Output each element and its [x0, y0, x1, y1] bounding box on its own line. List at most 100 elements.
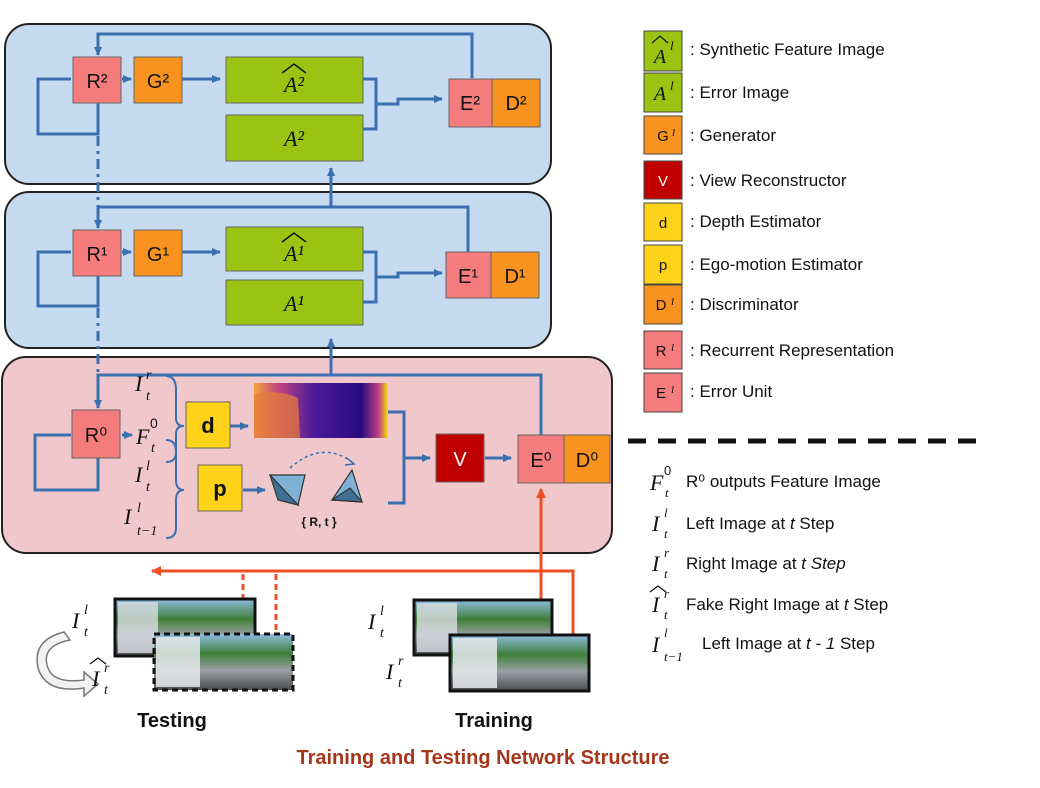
level2-a-hat-label: A²: [282, 72, 304, 97]
notation-feature-text: R⁰ outputs Feature Image: [686, 472, 881, 491]
view-reconstructor-block: [435, 433, 485, 483]
legend-error-image-text: : Error Image: [690, 83, 789, 102]
level1-r-block: [72, 229, 122, 277]
notation-fake-sub: t: [664, 607, 668, 622]
level2-e-block: [448, 78, 493, 128]
legend-icon-recurrent-label: R: [656, 343, 667, 360]
level0-input-right-sub: t: [146, 389, 151, 404]
level2-d-block: [491, 78, 541, 128]
level1-hat-mark: [281, 232, 307, 243]
level0-input-left-sup: l: [146, 459, 150, 474]
level1-g-block: [133, 229, 183, 277]
training-output-sup: r: [398, 654, 404, 669]
level0-r-label: R⁰: [85, 425, 107, 447]
legend-icon-error-unit: [643, 372, 683, 413]
level2-e-label: E²: [460, 93, 480, 115]
legend-icon-synthetic-sup: l: [670, 38, 674, 53]
legend-recurrent-text: : Recurrent Representation: [690, 341, 894, 360]
level0-input-left-symbol: I: [134, 462, 144, 487]
level0-input-right-sup: r: [146, 368, 152, 383]
notation-right-symbol: I: [651, 551, 661, 576]
legend-icon-generator: [643, 115, 683, 155]
legend-icon-view: [643, 160, 683, 200]
testing-output-symbol: I: [91, 666, 101, 691]
legend-icon-error-unit-label: E: [656, 385, 666, 402]
view-reconstructor-label: V: [453, 449, 467, 471]
legend-view-text: : View Reconstructor: [690, 171, 847, 190]
notation-feature-sup: 0: [664, 463, 671, 478]
training-label: Training: [455, 710, 533, 732]
level0-panel: [1, 356, 613, 554]
training-input-sup: l: [380, 604, 384, 619]
notation-right-sub: t: [664, 566, 668, 581]
level1-a-hat-label: A¹: [282, 241, 304, 266]
level1-e-label: E¹: [458, 266, 478, 288]
legend-icon-ego: [643, 244, 683, 285]
notation-fake-sup: r: [664, 586, 670, 601]
depth-map-foreground: [254, 392, 300, 438]
level0-d-label: D⁰: [576, 450, 598, 472]
legend-icon-error-image: [643, 72, 683, 113]
notation-prev-sup: l: [664, 625, 668, 640]
level1-d-label: D¹: [504, 266, 525, 288]
legend-icon-error-image-sup: l: [670, 78, 674, 93]
legend-synthetic-text: : Synthetic Feature Image: [690, 40, 885, 59]
legend-icon-synthetic: [643, 30, 683, 72]
level2-g-block: [133, 56, 183, 104]
legend-icon-error-unit-sup: l: [671, 384, 674, 396]
level0-input-prev-symbol: I: [123, 504, 133, 529]
testing-input-sup: l: [84, 603, 88, 618]
level0-input-prev-sup: l: [137, 501, 141, 516]
training-output-sub: t: [398, 676, 403, 691]
level1-a-label: A¹: [282, 291, 304, 316]
level0-feature-sup: 0: [150, 415, 158, 431]
testing-images: [113, 597, 295, 692]
training-input-symbol: I: [367, 609, 377, 634]
legend-icon-depth: [643, 202, 683, 242]
notation-feature-symbol: F: [649, 470, 664, 495]
level2-d-label: D²: [505, 93, 526, 115]
level2-r-label: R²: [86, 71, 107, 93]
legend-icon-discriminator-label: D: [656, 297, 667, 314]
legend-icon-recurrent-sup: l: [671, 342, 674, 354]
level2-r-block: [72, 56, 122, 104]
legend-icon-view-label: V: [658, 173, 668, 190]
level2-hat-mark: [281, 63, 307, 74]
testing-cycle-arrow: [36, 631, 100, 698]
ego-motion-label: p: [213, 476, 226, 501]
notation-list: F 0 t R⁰ outputs Feature Image I l t Lef…: [649, 463, 888, 664]
legend-generator-text: : Generator: [690, 126, 776, 145]
testing-output-hat: [89, 657, 107, 665]
training-images: [412, 598, 591, 693]
training-output-symbol: I: [385, 659, 395, 684]
level2-g-label: G²: [147, 71, 170, 93]
notation-fake-text: Fake Right Image at t Step: [686, 595, 888, 614]
input-arrows: [151, 488, 575, 634]
level0-input-left-sub: t: [146, 480, 151, 495]
level0-arrows: [33, 338, 543, 505]
pose-label: { R, t }: [301, 515, 337, 529]
legend-icon-error-image-label: A: [652, 83, 667, 105]
level0-input-right-symbol: I: [134, 371, 144, 396]
legend-error-unit-text: : Error Unit: [690, 382, 772, 401]
notation-left-text: Left Image at t Step: [686, 514, 834, 533]
testing-input-sub: t: [84, 625, 89, 640]
legend-icon-ego-label: p: [659, 257, 667, 274]
level1-d-block: [490, 251, 540, 299]
legend-icon-synthetic-label: A: [652, 46, 667, 68]
level0-e-label: E⁰: [530, 450, 551, 472]
legend-icon-recurrent: [643, 330, 683, 370]
legend-depth-text: : Depth Estimator: [690, 212, 822, 231]
notation-prev-symbol: I: [651, 632, 661, 657]
testing-label: Testing: [137, 710, 207, 732]
training-input-sub: t: [380, 626, 385, 641]
legend-icon-generator-sup: l: [672, 127, 675, 139]
legend-icon-discriminator: [643, 284, 683, 325]
level0-feature-sub: t: [151, 441, 156, 456]
legend-ego-text: : Ego-motion Estimator: [690, 255, 863, 274]
camera-pose-icon: [268, 451, 364, 507]
notation-right-sup: r: [664, 545, 670, 560]
notation-prev-sub: t−1: [664, 649, 683, 664]
